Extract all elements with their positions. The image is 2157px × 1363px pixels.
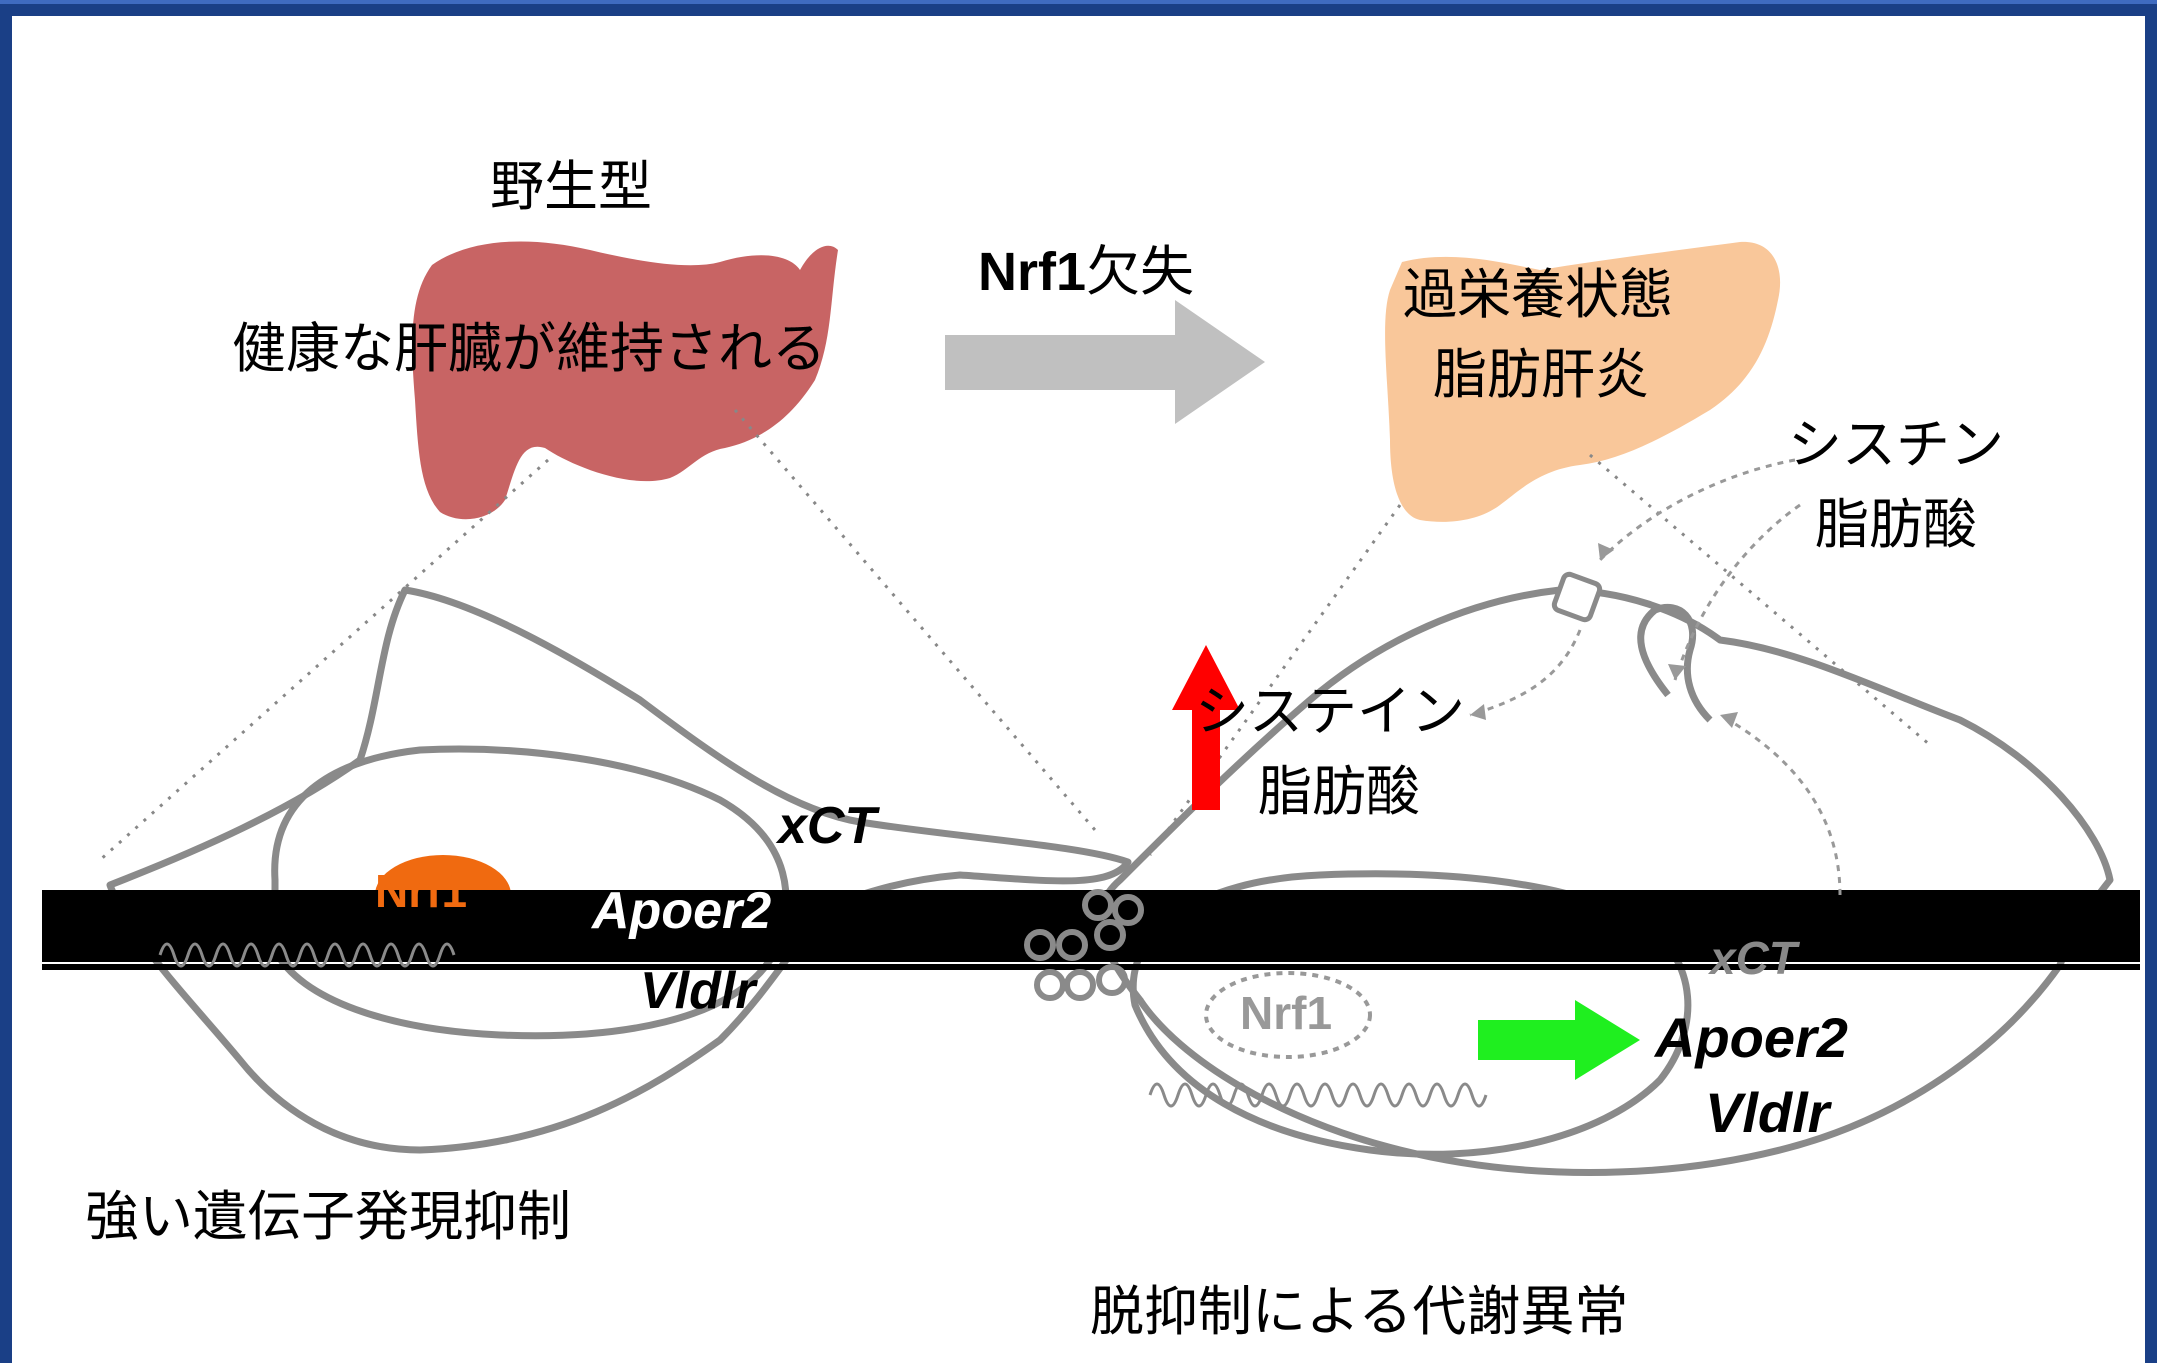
transition-label-rest: 欠失 (1086, 240, 1195, 303)
zoom-dotted-lines (99, 409, 1931, 862)
black-band (42, 890, 2140, 962)
output-line1: システイン (1195, 680, 1465, 743)
output-line2: 脂肪酸 (1258, 760, 1420, 823)
transition-label: Nrf1欠失 (978, 242, 1194, 302)
wildtype-title: 野生型 (490, 155, 652, 218)
nrf1-dashed-oval (1204, 971, 1372, 1059)
wildtype-nrf1-label: Nrf1 (375, 865, 468, 917)
flow-arrowheads (1470, 543, 1738, 728)
healthy-liver-shape (412, 241, 838, 520)
fatty-liver-shape (1385, 241, 1781, 522)
knockout-cell (1096, 586, 2114, 1176)
flow-arrows (1469, 458, 1842, 896)
input-line2: 脂肪酸 (1815, 493, 1977, 556)
fatty-liver-line2: 脂肪肝炎 (1433, 343, 1649, 406)
dna-knockout (1148, 1082, 1488, 1108)
knockout-nrf1-label: Nrf1 (1240, 987, 1333, 1039)
knockout-caption: 脱抑制による代謝異常 (1090, 1280, 1629, 1343)
knockout-gene1: Apoer2 (1655, 1006, 1848, 1069)
wildtype-caption: 強い遺伝子発現抑制 (85, 1185, 571, 1248)
knockout-gene2: Vldlr (1705, 1081, 1830, 1144)
wildtype-gene1: Apoer2 (592, 882, 772, 940)
fatty-liver-line1: 過栄養状態 (1403, 263, 1673, 326)
red-up-arrow (1172, 645, 1240, 810)
transition-label-nrf1: Nrf1 (978, 242, 1087, 302)
band-white-line (42, 964, 2140, 970)
wildtype-cell (106, 586, 1132, 1154)
healthy-liver-text: 健康な肝臓が維持される (232, 317, 826, 380)
green-right-arrow (1478, 1000, 1640, 1080)
knockout-xct-label: xCT (1710, 932, 1797, 984)
wildtype-xct-label: xCT (778, 797, 877, 855)
dna-wildtype (158, 942, 456, 968)
input-line1: シスチン (1788, 413, 2004, 476)
transition-arrow (945, 300, 1265, 424)
xct-transporter (1551, 571, 1603, 623)
wildtype-gene2: Vldlr (640, 962, 756, 1020)
vesicles (1024, 889, 1144, 1001)
